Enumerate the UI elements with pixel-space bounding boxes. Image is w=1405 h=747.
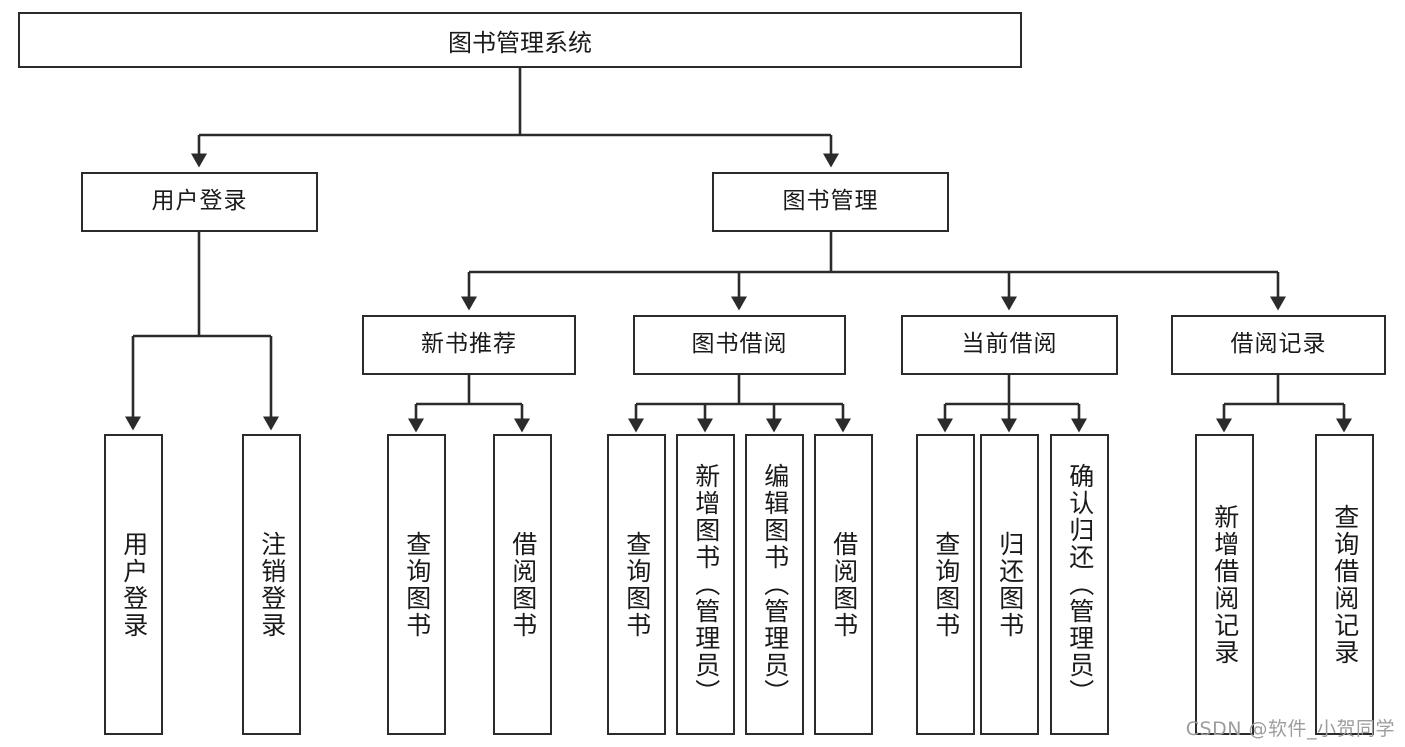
watermark-text: CSDN @软件_小贺同学 xyxy=(1185,718,1395,740)
node-label: 当前借阅 xyxy=(961,331,1058,358)
leaf-label: 确认归还（管理员） xyxy=(1065,463,1095,706)
node-label: 新书推荐 xyxy=(421,331,517,358)
leaf-label: 查询图书 xyxy=(622,530,652,639)
leaf-return-book[interactable]: 归还图书 xyxy=(980,434,1039,735)
leaf-add-book-admin[interactable]: 新增图书（管理员） xyxy=(676,434,735,735)
node-borrow-record[interactable]: 借阅记录 xyxy=(1171,315,1386,375)
leaf-label: 注销登录 xyxy=(257,530,287,639)
node-book-management[interactable]: 图书管理 xyxy=(712,172,949,232)
leaf-label: 编辑图书（管理员） xyxy=(760,463,790,706)
node-label: 图书管理系统 xyxy=(448,28,592,57)
leaf-user-login[interactable]: 用户登录 xyxy=(104,434,163,735)
leaf-label: 新增借阅记录 xyxy=(1210,503,1240,666)
node-new-book-recommend[interactable]: 新书推荐 xyxy=(362,315,576,375)
node-current-borrow[interactable]: 当前借阅 xyxy=(901,315,1118,375)
leaf-borrow-book[interactable]: 借阅图书 xyxy=(814,434,873,735)
leaf-label: 查询图书 xyxy=(402,530,432,639)
node-root-book-management-system[interactable]: 图书管理系统 xyxy=(18,12,1022,68)
leaf-query-book-recommend[interactable]: 查询图书 xyxy=(387,434,446,735)
leaf-label: 借阅图书 xyxy=(829,530,859,639)
leaf-query-borrow-record[interactable]: 查询借阅记录 xyxy=(1315,434,1374,735)
leaf-edit-book-admin[interactable]: 编辑图书（管理员） xyxy=(745,434,804,735)
node-label: 用户登录 xyxy=(151,188,248,215)
leaf-label: 借阅图书 xyxy=(508,530,538,639)
leaf-label: 归还图书 xyxy=(995,530,1025,639)
leaf-confirm-return-admin[interactable]: 确认归还（管理员） xyxy=(1050,434,1109,735)
node-book-borrow[interactable]: 图书借阅 xyxy=(633,315,846,375)
leaf-label: 查询借阅记录 xyxy=(1330,503,1360,666)
node-label: 图书借阅 xyxy=(691,331,788,358)
leaf-query-book-current[interactable]: 查询图书 xyxy=(916,434,975,735)
leaf-label: 用户登录 xyxy=(119,530,149,639)
leaf-label: 查询图书 xyxy=(931,530,961,639)
leaf-add-borrow-record[interactable]: 新增借阅记录 xyxy=(1195,434,1254,735)
node-label: 借阅记录 xyxy=(1230,331,1327,358)
leaf-borrow-book-recommend[interactable]: 借阅图书 xyxy=(493,434,552,735)
leaf-label: 新增图书（管理员） xyxy=(691,463,721,706)
node-user-login[interactable]: 用户登录 xyxy=(81,172,318,232)
leaf-logout[interactable]: 注销登录 xyxy=(242,434,301,735)
node-label: 图书管理 xyxy=(782,188,879,215)
leaf-query-book-borrow[interactable]: 查询图书 xyxy=(607,434,666,735)
